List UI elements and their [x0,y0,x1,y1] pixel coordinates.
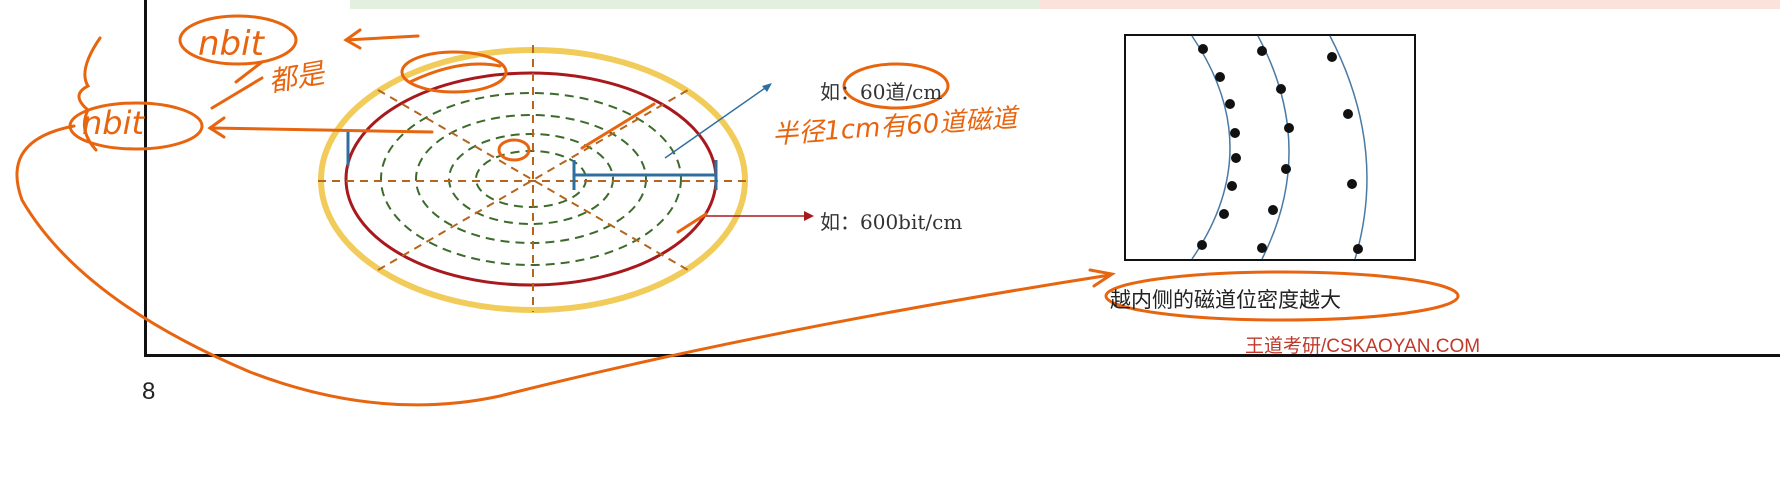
track-arcs [1191,35,1368,260]
bit-dots [1197,44,1363,254]
track-dashed-1 [380,92,682,266]
figure-caption: 越内侧的磁道位密度越大 [1110,288,1341,312]
sector-lines [318,45,748,312]
track-density-label: 如：60道/cm [820,80,943,104]
page-number: 8 [142,378,156,405]
track-density-pointer [664,85,769,159]
brand-watermark: 王道考研/CSKAOYAN.COM [1245,336,1481,357]
header-strip-red [1040,0,1780,9]
header-strip-green [350,0,1040,9]
bit-density-label: 如：600bit/cm [820,210,963,234]
annotation-nbit-left: nbit [82,104,145,142]
slide-frame-left [144,0,147,357]
track-dashed-3 [448,133,614,225]
track-density-figure [1124,34,1416,261]
annotation-nbit-top: nbit [198,24,264,64]
handwritten-strokes [15,14,1460,407]
track-dashed-2 [415,114,647,244]
track-dashed-4 [475,150,587,208]
slide-frame-bottom [144,354,1780,357]
radius-marker [572,160,718,190]
